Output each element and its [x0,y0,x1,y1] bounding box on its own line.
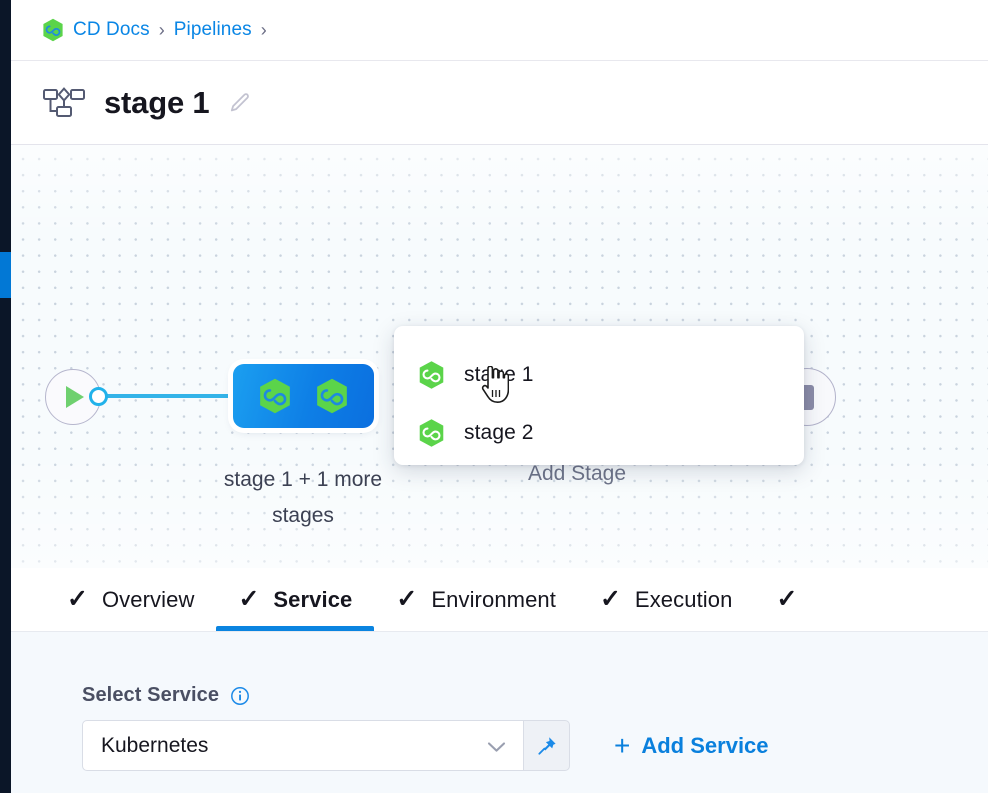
add-service-label: Add Service [641,732,769,758]
pipeline-edge [103,394,240,398]
service-config-panel: Select Service Kubernetes [11,632,988,793]
page-title: stage 1 [104,84,210,120]
play-icon [66,386,84,408]
breadcrumb-item-cd-docs[interactable]: CD Docs [73,19,150,40]
start-connector-dot[interactable] [89,387,108,406]
popup-item-stage-1[interactable]: stage 1 [394,346,804,404]
plus-icon: + [614,729,631,761]
tab-label: Overview [101,586,195,612]
left-nav-rail[interactable] [0,0,11,793]
check-icon: ✓ [776,585,798,613]
check-icon: ✓ [396,585,418,613]
stage-group-label: stage 1 + 1 more stages [223,468,383,527]
tab-execution[interactable]: ✓ Execution [578,568,754,631]
pipeline-stage-icon [42,85,86,121]
check-icon: ✓ [67,585,88,613]
select-service-value: Kubernetes [101,733,209,757]
popup-item-stage-2[interactable]: stage 2 [394,404,804,462]
tab-service[interactable]: ✓ Service [216,568,375,631]
check-icon: ✓ [238,585,260,613]
add-stage-label[interactable]: Add Stage [527,462,627,485]
tab-next-partial[interactable]: ✓ [754,568,833,631]
select-service-control: Kubernetes [82,720,570,771]
tab-label: Execution [634,586,733,612]
stage-selection-popup: stage 1 stage 2 [394,326,804,465]
harness-hexagon-icon [418,360,445,390]
pin-icon[interactable] [524,720,570,771]
check-icon: ✓ [599,585,621,613]
popup-item-label: stage 1 [464,363,534,386]
tab-environment[interactable]: ✓ Environment [374,568,578,631]
harness-hexagon-icon [315,377,349,415]
harness-hexagon-icon [258,377,292,415]
add-service-button[interactable]: + Add Service [614,729,769,761]
chevron-right-icon: › [158,19,165,40]
pencil-icon[interactable] [227,90,253,116]
popup-item-label: stage 2 [464,421,534,444]
page-header: stage 1 [11,61,988,145]
select-service-label: Select Service [82,684,220,706]
stage-group-node[interactable] [233,364,374,428]
harness-hexagon-icon [418,418,445,448]
tab-overview[interactable]: ✓ Overview [45,568,216,631]
chevron-down-icon[interactable] [487,740,506,752]
tab-label: Environment [431,586,556,612]
left-nav-active-indicator [0,252,11,298]
harness-hexagon-icon [42,18,64,42]
chevron-right-icon: › [260,19,267,40]
tab-label: Service [273,586,353,612]
breadcrumb: CD Docs › Pipelines › [11,0,988,61]
stage-config-tabbar: ✓ Overview ✓ Service ✓ Environment ✓ Exe… [11,568,988,632]
breadcrumb-item-pipelines[interactable]: Pipelines [173,19,252,40]
info-icon[interactable] [230,686,250,706]
select-service-input[interactable]: Kubernetes [82,720,524,771]
